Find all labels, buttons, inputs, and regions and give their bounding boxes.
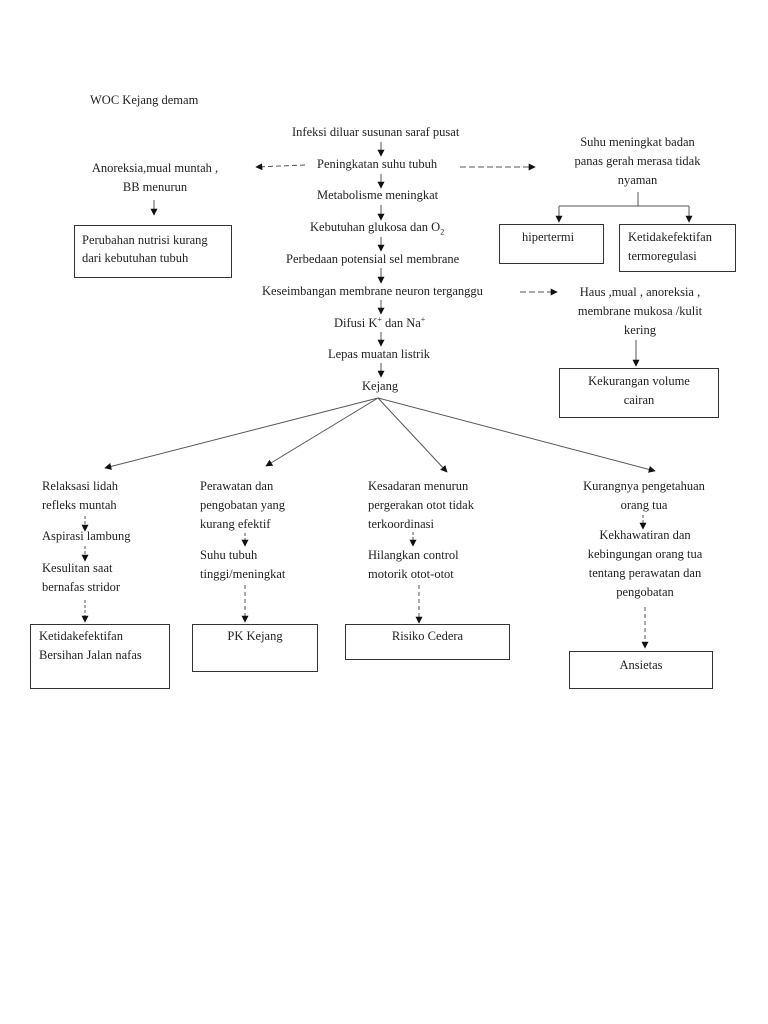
node-keseimbangan: Keseimbangan membrane neuron terganggu — [262, 284, 483, 298]
box-bersihan-jalan-nafas: Ketidakefektifan Bersihan Jalan nafas — [30, 624, 170, 689]
node-kekhawatiran-line3: tentang perawatan dan — [588, 566, 702, 580]
node-difusi-na: dan Na — [381, 316, 421, 330]
box-kekurangan-line2: cairan — [623, 393, 655, 407]
box-perubahan-nutrisi-line1: Perubahan nutrisi kurang — [82, 233, 208, 247]
node-haus-line2: membrane mukosa /kulit — [577, 304, 703, 318]
arrow-kejang-to-branch3 — [377, 397, 448, 473]
node-kesadaran-menurun: Kesadaran menurun pergerakan otot tidak … — [368, 477, 474, 534]
node-perawatan-pengobatan: Perawatan dan pengobatan yang kurang efe… — [200, 477, 285, 534]
node-lepas-muatan: Lepas muatan listrik — [328, 347, 431, 361]
node-kurangnya-line1: Kurangnya pengetahuan — [583, 479, 705, 493]
arrow-suhu-to-anoreksia — [255, 163, 306, 171]
box-ketidakefektifan-termoregulasi: Ketidakefektifan termoregulasi — [619, 224, 736, 272]
node-peningkatan-suhu: Peningkatan suhu tubuh — [317, 157, 438, 171]
node-suhu-meningkat-line3: nyaman — [617, 173, 658, 187]
node-suhu-meningkat-line1: Suhu meningkat badan — [580, 135, 695, 149]
node-kesadaran-line3: terkoordinasi — [368, 517, 434, 531]
node-kebutuhan-subscript: 2 — [440, 227, 445, 237]
node-suhu-tinggi-line1: Suhu tubuh — [200, 548, 258, 562]
box-perubahan-nutrisi-line2: dari kebutuhan tubuh — [82, 251, 189, 265]
node-aspirasi-lambung: Aspirasi lambung — [42, 529, 131, 543]
node-hilangkan-line1: Hilangkan control — [368, 548, 459, 562]
node-metabolisme: Metabolisme meningkat — [317, 188, 439, 202]
node-kejang: Kejang — [362, 379, 399, 393]
node-kebutuhan: Kebutuhan glukosa dan O2 — [310, 218, 444, 237]
node-kebutuhan-text: Kebutuhan glukosa dan O — [310, 220, 441, 234]
box-risiko-cedera: Risiko Cedera — [345, 624, 510, 660]
node-kekhawatiran-line1: Kekhawatiran dan — [599, 528, 691, 542]
node-suhu-meningkat: Suhu meningkat badan panas gerah merasa … — [555, 133, 720, 190]
node-difusi-na-charge: + — [420, 314, 426, 324]
node-kesulitan-bernafas: Kesulitan saat bernafas stridor — [42, 559, 120, 597]
box-hipertermi: hipertermi — [499, 224, 604, 264]
node-perawatan-line1: Perawatan dan — [200, 479, 274, 493]
node-difusi-k-charge: + — [377, 314, 382, 324]
node-relaksasi-lidah: Relaksasi lidah refleks muntah — [42, 477, 118, 515]
box-pk-kejang-label: PK Kejang — [227, 629, 283, 643]
node-kesadaran-line1: Kesadaran menurun — [368, 479, 469, 493]
box-bersihan-line1: Ketidakefektifan — [39, 629, 123, 643]
node-hilangkan-control: Hilangkan control motorik otot-otot — [368, 546, 459, 584]
box-hipertermi-label: hipertermi — [522, 230, 575, 244]
node-kurangnya-line2: orang tua — [620, 498, 668, 512]
box-kekurangan-line1: Kekurangan volume — [588, 374, 690, 388]
node-perbedaan: Perbedaan potensial sel membrane — [286, 252, 460, 266]
node-suhu-tubuh-tinggi: Suhu tubuh tinggi/meningkat — [200, 546, 285, 584]
node-haus-line3: kering — [624, 323, 656, 337]
box-kekurangan-volume-cairan: Kekurangan volume cairan — [559, 368, 719, 418]
node-haus-line1: Haus ,mual , anoreksia , — [579, 285, 701, 299]
node-kekhawatiran-line2: kebingungan orang tua — [587, 547, 703, 561]
arrow-kejang-to-branch1 — [104, 397, 379, 470]
node-kesulitan-line2: bernafas stridor — [42, 580, 121, 594]
box-perubahan-nutrisi: Perubahan nutrisi kurang dari kebutuhan … — [74, 225, 232, 278]
box-termoregulasi-line1: Ketidakefektifan — [628, 230, 712, 244]
node-anoreksia-line2: BB menurun — [122, 180, 188, 194]
box-ansietas-label: Ansietas — [619, 658, 663, 672]
node-haus: Haus ,mual , anoreksia , membrane mukosa… — [560, 283, 720, 340]
node-relaksasi-line1: Relaksasi lidah — [42, 479, 119, 493]
node-suhu-tinggi-line2: tinggi/meningkat — [200, 567, 286, 581]
arrow-kejang-to-branch2 — [265, 397, 379, 467]
node-infeksi: Infeksi diluar susunan saraf pusat — [292, 125, 460, 139]
node-hilangkan-line2: motorik otot-otot — [368, 567, 454, 581]
node-perawatan-line3: kurang efektif — [200, 517, 271, 531]
node-kesulitan-line1: Kesulitan saat — [42, 561, 113, 575]
box-risiko-cedera-label: Risiko Cedera — [391, 629, 464, 643]
node-perawatan-line2: pengobatan yang — [200, 498, 286, 512]
arrow-kejang-to-branch4 — [377, 397, 656, 473]
node-anoreksia-line1: Anoreksia,mual muntah , — [91, 161, 219, 175]
diagram-title: WOC Kejang demam — [90, 93, 199, 107]
box-pk-kejang: PK Kejang — [192, 624, 318, 672]
node-difusi-k: Difusi K — [334, 316, 378, 330]
node-relaksasi-line2: refleks muntah — [42, 498, 117, 512]
node-kekhawatiran: Kekhawatiran dan kebingungan orang tua t… — [565, 526, 725, 602]
node-difusi: Difusi K+ dan Na+ — [334, 314, 425, 333]
node-suhu-meningkat-line2: panas gerah merasa tidak — [574, 154, 701, 168]
box-bersihan-line2: Bersihan Jalan nafas — [39, 648, 142, 662]
node-kurangnya-pengetahuan: Kurangnya pengetahuan orang tua — [564, 477, 724, 515]
node-anoreksia: Anoreksia,mual muntah , BB menurun — [80, 159, 230, 197]
box-termoregulasi-line2: termoregulasi — [628, 249, 697, 263]
node-kekhawatiran-line4: pengobatan — [616, 585, 674, 599]
node-kesadaran-line2: pergerakan otot tidak — [368, 498, 474, 512]
box-ansietas: Ansietas — [569, 651, 713, 689]
